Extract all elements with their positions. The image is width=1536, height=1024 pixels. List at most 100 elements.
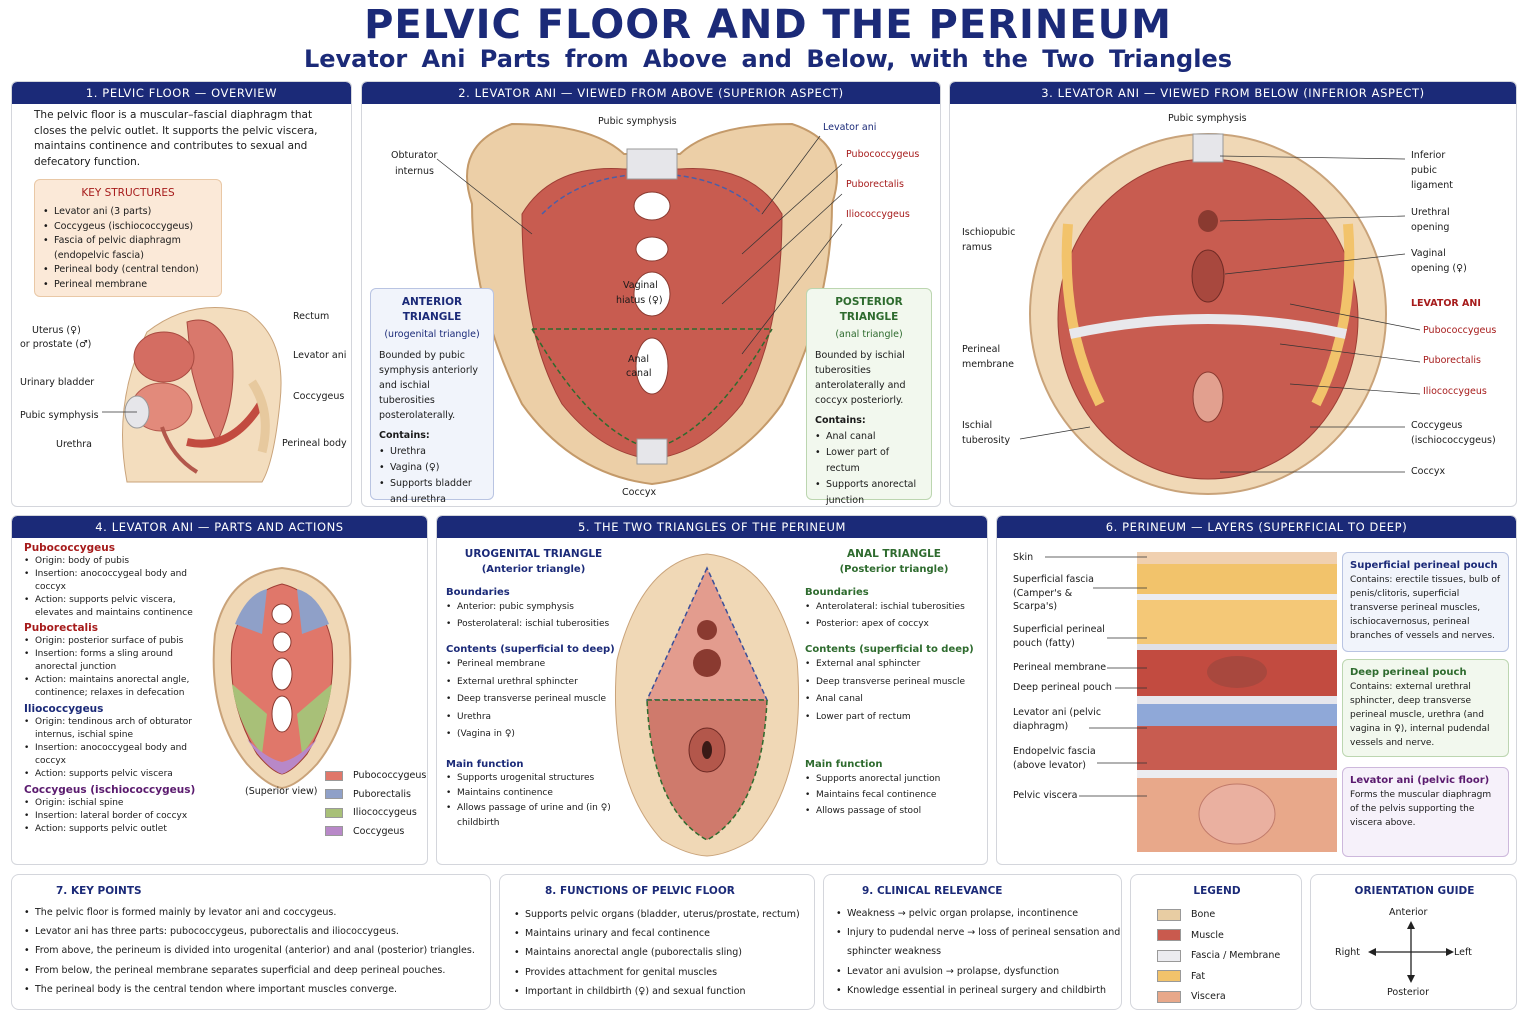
legend-item: Iliococcygeus [325, 804, 426, 823]
layer-levator-ani: Levator ani (pelvic diaphragm) [1013, 707, 1102, 732]
list-item: Action: supports pelvic viscera [24, 768, 214, 781]
legend-title: LEGEND [1193, 885, 1241, 897]
legend-swatch [325, 807, 343, 818]
list-item: Levator ani has three parts: pubococcyge… [24, 922, 484, 941]
superficial-pouch-desc: Contains: erectile tissues, bulb of peni… [1350, 575, 1501, 641]
list-item: Important in childbirth (♀) and sexual f… [514, 982, 814, 1001]
label-perineal-body: Perineal body [282, 438, 347, 449]
label-coccygeus: Coccygeus [293, 391, 345, 402]
iliococcygeus-title: Iliococcygeus [24, 703, 104, 715]
label-perineal-membrane: Perineal membrane [962, 342, 1014, 372]
levator-below-illustration [1019, 133, 1421, 495]
label-prostate: or prostate (♂) [20, 339, 92, 350]
list-item: From below, the perineal membrane separa… [24, 961, 484, 980]
panel-functions: 8. FUNCTIONS OF PELVIC FLOOR Supports pe… [499, 874, 815, 1010]
label-inferior: Inferior [1411, 150, 1446, 161]
label-ischiopubic: Ischiopubic [962, 227, 1016, 238]
legend-swatch [325, 789, 343, 799]
list-item: External anal sphincter [805, 656, 983, 674]
label-ischial-tuberosity: Ischial tuberosity [962, 418, 1010, 448]
label-pubococcygeus: Pubococcygeus [1423, 325, 1497, 336]
anterior-triangle-subtitle: (urogenital triangle) [384, 329, 480, 340]
parts-list: Pubococcygeus Origin: body of pubis Inse… [24, 542, 214, 836]
label-coccygeus-1: Coccygeus [1411, 420, 1463, 431]
label-coccygeus: Coccygeus (ischiococcygeus) [1411, 418, 1496, 448]
list-item: Supports urogenital structures [446, 771, 621, 786]
layer-perineal-membrane: Perineal membrane [1013, 662, 1107, 673]
label-urinary-bladder: Urinary bladder [20, 377, 95, 388]
legend-item: Fat [1157, 967, 1280, 988]
label-levator-ani: Levator ani [293, 350, 347, 361]
list-item: Perineal membrane [43, 278, 213, 293]
anal-boundaries-list: Anterolateral: ischial tuberosities Post… [805, 599, 983, 633]
list-item: Insertion: anococcygeal body and coccyx [24, 742, 214, 768]
label-levator-ani: LEVATOR ANI [1411, 298, 1481, 309]
list-item: Origin: tendinous arch of obturator inte… [24, 716, 214, 742]
anterior-triangle-title: ANTERIOR [401, 296, 463, 308]
layer-pelvic-viscera: Pelvic viscera [1013, 790, 1078, 801]
legend-list: Bone Muscle Fascia / Membrane Fat Viscer… [1157, 905, 1280, 1008]
list-item: Maintains fecal continence [805, 787, 983, 803]
label-vaginal-hiatus: hiatus (♀) [616, 295, 663, 306]
list-item: The perineal body is the central tendon … [24, 980, 484, 999]
panel-levator-above: 2. LEVATOR ANI — VIEWED FROM ABOVE (SUPE… [361, 81, 941, 507]
legend-swatch-bone [1157, 908, 1181, 921]
list-item: Anal canal [805, 691, 983, 709]
panel-header: 2. LEVATOR ANI — VIEWED FROM ABOVE (SUPE… [362, 82, 940, 104]
panel-levator-below: 3. LEVATOR ANI — VIEWED FROM BELOW (INFE… [949, 81, 1517, 507]
key-structures-box: KEY STRUCTURES Levator ani (3 parts) Coc… [34, 179, 222, 297]
label-pubic-symphysis: Pubic symphysis [20, 410, 99, 421]
legend-swatch-fascia [1157, 949, 1181, 962]
layer-skin: Skin [1013, 552, 1034, 563]
legend-item: Coccygeus [325, 823, 426, 842]
urogenital-function-list: Supports urogenital structures Maintains… [446, 771, 621, 831]
superior-view-caption: (Superior view) [245, 786, 318, 797]
legend-label: Fat [1191, 970, 1206, 982]
label-pubic-symphysis: Pubic symphysis [598, 116, 677, 127]
panel-key-points: 7. KEY POINTS The pelvic floor is formed… [11, 874, 491, 1010]
puborectalis-title: Puborectalis [24, 622, 98, 634]
label-tuberosity: tuberosity [962, 435, 1011, 446]
posterior-triangle-title: POSTERIOR [835, 296, 903, 308]
list-item: Lower part of rectum [805, 709, 983, 727]
panel-parts-actions: 4. LEVATOR ANI — PARTS AND ACTIONS Puboc… [11, 515, 428, 865]
levator-ani-desc: Forms the muscular diaphragm of the pelv… [1350, 790, 1492, 828]
legend-item: Pubococcygeus [325, 767, 426, 786]
urogenital-boundaries-list: Anterior: pubic symphysis Posterolateral… [446, 599, 621, 633]
anterior-triangle-desc: Bounded by pubic symphysis anteriorly an… [379, 350, 478, 421]
list-item: Supports bladder and urethra [379, 476, 485, 506]
levator-above-illustration [436, 122, 843, 486]
label-uterus: Uterus (♀) [32, 325, 81, 336]
legend-item: Viscera [1157, 987, 1280, 1008]
overview-intro: The pelvic floor is a muscular–fascial d… [34, 109, 318, 168]
label-obturator: Obturator [391, 150, 438, 161]
levator-parts-illustration [212, 566, 352, 790]
anterior-contains-label: Contains: [379, 430, 430, 441]
label-ligament: ligament [1411, 180, 1453, 191]
label-obturator-internus: internus [395, 166, 434, 177]
legend-swatch [325, 826, 343, 836]
legend-label: Coccygeus [353, 825, 405, 837]
legend-label: Bone [1191, 909, 1216, 920]
functions-list: Supports pelvic organs (bladder, uterus/… [514, 905, 814, 1001]
label-vaginal: Vaginal [1411, 248, 1446, 259]
layer-deep-pouch: Deep perineal pouch [1013, 682, 1112, 693]
posterior-triangle-title-2: TRIANGLE [839, 311, 899, 323]
panel-header: 1. PELVIC FLOOR — OVERVIEW [12, 82, 351, 104]
compass-arrows-icon [1368, 921, 1454, 983]
panel-perineum-layers: 6. PERINEUM — LAYERS (SUPERFICIAL TO DEE… [996, 515, 1517, 865]
list-item: Coccygeus (ischiococcygeus) [43, 220, 213, 235]
triangles-illustration [614, 553, 800, 857]
list-item: Levator ani (3 parts) [43, 205, 213, 220]
legend-item: Fascia / Membrane [1157, 946, 1280, 967]
urogenital-subtitle: (Anterior triangle) [481, 564, 586, 575]
list-item: Deep transverse perineal muscle [805, 674, 983, 692]
label-vaginal-opening-2: opening (♀) [1411, 263, 1467, 274]
list-item: Posterolateral: ischial tuberosities [446, 616, 621, 633]
label-inferior-pubic-ligament: Inferior pubic ligament [1411, 148, 1453, 193]
label-anal: Anal [628, 354, 649, 365]
posterior-triangle-box: POSTERIOR TRIANGLE (anal triangle) Bound… [806, 288, 932, 506]
list-item: External urethral sphincter [446, 674, 621, 692]
list-item: Insertion: lateral border of coccyx [24, 810, 214, 823]
key-points-list: The pelvic floor is formed mainly by lev… [24, 903, 484, 999]
